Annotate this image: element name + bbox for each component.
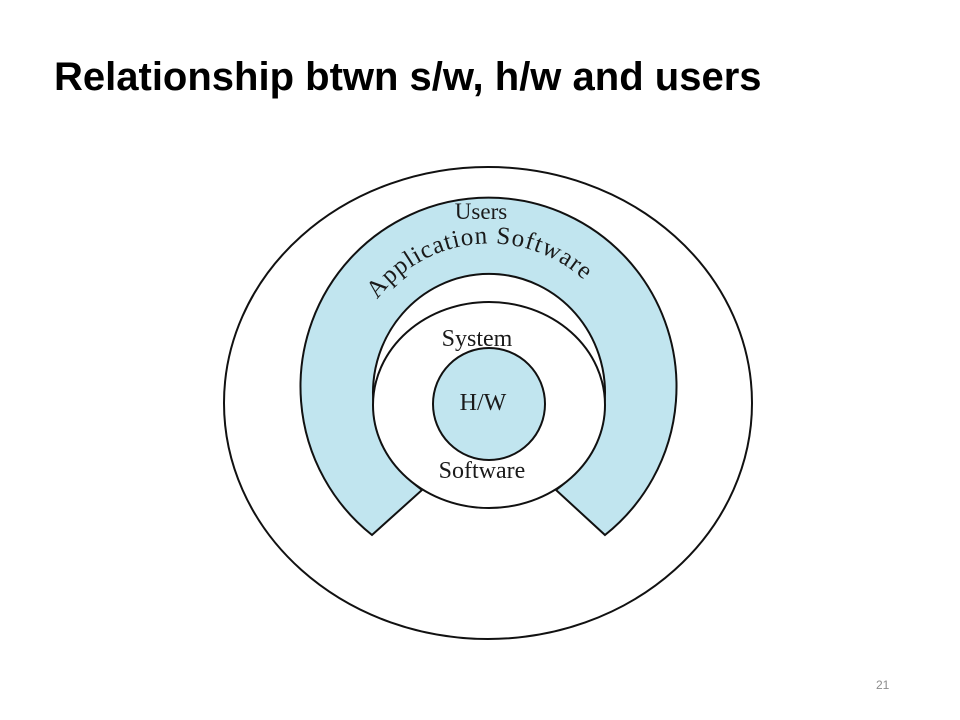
application-software-band [299, 196, 678, 537]
users-label: Users [455, 199, 507, 224]
software-label: Software [439, 458, 526, 484]
hardware-label: H/W [460, 390, 507, 416]
system-label: System [442, 326, 513, 352]
page-number: 21 [876, 678, 890, 692]
hardware-core [432, 347, 546, 461]
slide-title: Relationship btwn s/w, h/w and users [54, 55, 762, 99]
